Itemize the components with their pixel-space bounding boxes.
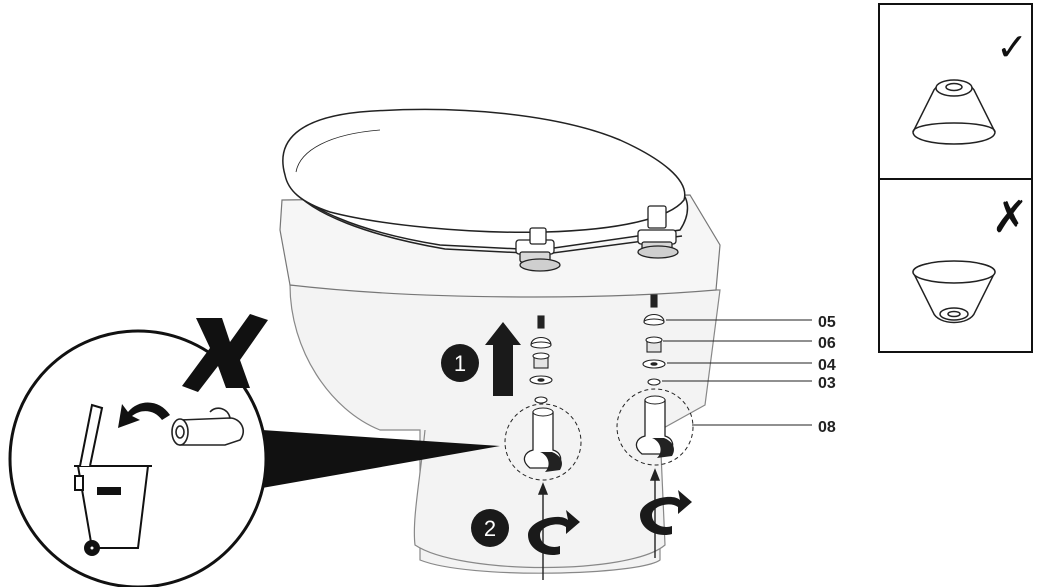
arrow-up-icon — [485, 322, 521, 396]
label-04: 04 — [667, 357, 836, 374]
rotate-arrow-icon — [528, 490, 692, 556]
curved-arrow-icon — [118, 402, 170, 428]
svg-text:05: 05 — [818, 314, 836, 331]
removed-bolt — [171, 407, 245, 446]
svg-text:2: 2 — [484, 516, 496, 541]
hinge-right — [637, 205, 679, 259]
label-08: 08 — [692, 419, 836, 436]
svg-text:1: 1 — [454, 351, 466, 376]
parts-stack-right — [642, 294, 666, 386]
label-06: 06 — [663, 335, 836, 352]
cross-icon: ✗ — [992, 192, 1029, 243]
label-03: 03 — [662, 375, 836, 392]
svg-text:03: 03 — [818, 375, 836, 392]
disposal-callout — [8, 314, 268, 587]
callout-pointer — [262, 430, 500, 488]
svg-text:08: 08 — [818, 419, 836, 436]
big-cross-icon — [182, 314, 268, 392]
washer-wrong — [912, 260, 996, 324]
parts-stack-left — [529, 315, 553, 404]
svg-text:04: 04 — [818, 357, 836, 374]
washer-correct — [912, 79, 996, 145]
bolt-detail-left — [504, 403, 582, 481]
step-2-badge: 2 — [471, 509, 509, 547]
trash-bin-icon — [74, 403, 152, 556]
orientation-panel: ✓ ✗ — [878, 3, 1033, 353]
hinge-left — [515, 227, 561, 272]
step-1-badge: 1 — [441, 344, 479, 382]
toilet-seat — [282, 108, 689, 255]
guide-lines — [537, 468, 661, 580]
label-05: 05 — [666, 314, 836, 331]
bolt-detail-right — [616, 388, 694, 466]
check-icon: ✓ — [996, 25, 1028, 69]
svg-text:06: 06 — [818, 335, 836, 352]
